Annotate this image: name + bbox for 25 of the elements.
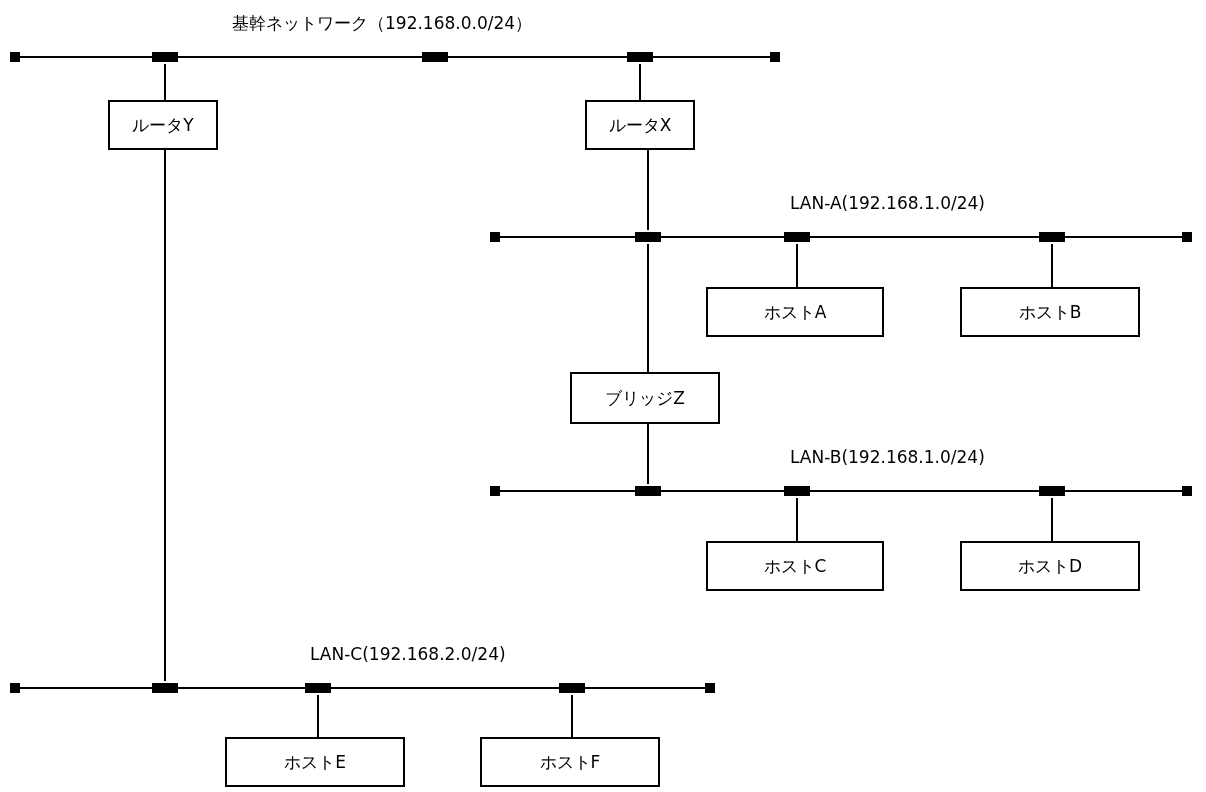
connection-line: [317, 694, 319, 738]
network-label: LAN-A(192.168.1.0/24): [790, 193, 985, 213]
network-label: 基幹ネットワーク（192.168.0.0/24）: [232, 13, 533, 33]
connection-line: [571, 694, 573, 738]
connection-line: [639, 63, 641, 101]
device-box: ルータX: [585, 100, 695, 150]
network-label: LAN-C(192.168.2.0/24): [310, 644, 506, 664]
connection-line: [796, 497, 798, 542]
device-box: ブリッジZ: [570, 372, 720, 424]
connection-line: [1051, 497, 1053, 542]
connection-line: [647, 243, 649, 373]
connection-line: [647, 149, 649, 231]
network-label: LAN-B(192.168.1.0/24): [790, 447, 985, 467]
device-box: ホストE: [225, 737, 405, 787]
device-box: ホストF: [480, 737, 660, 787]
connection-line: [796, 243, 798, 288]
device-box: ルータY: [108, 100, 218, 150]
connection-line: [1051, 243, 1053, 288]
device-box: ホストC: [706, 541, 884, 591]
connection-line: [647, 423, 649, 485]
connection-line: [164, 63, 166, 101]
device-box: ホストB: [960, 287, 1140, 337]
device-box: ホストD: [960, 541, 1140, 591]
device-box: ホストA: [706, 287, 884, 337]
connection-line: [164, 149, 166, 682]
